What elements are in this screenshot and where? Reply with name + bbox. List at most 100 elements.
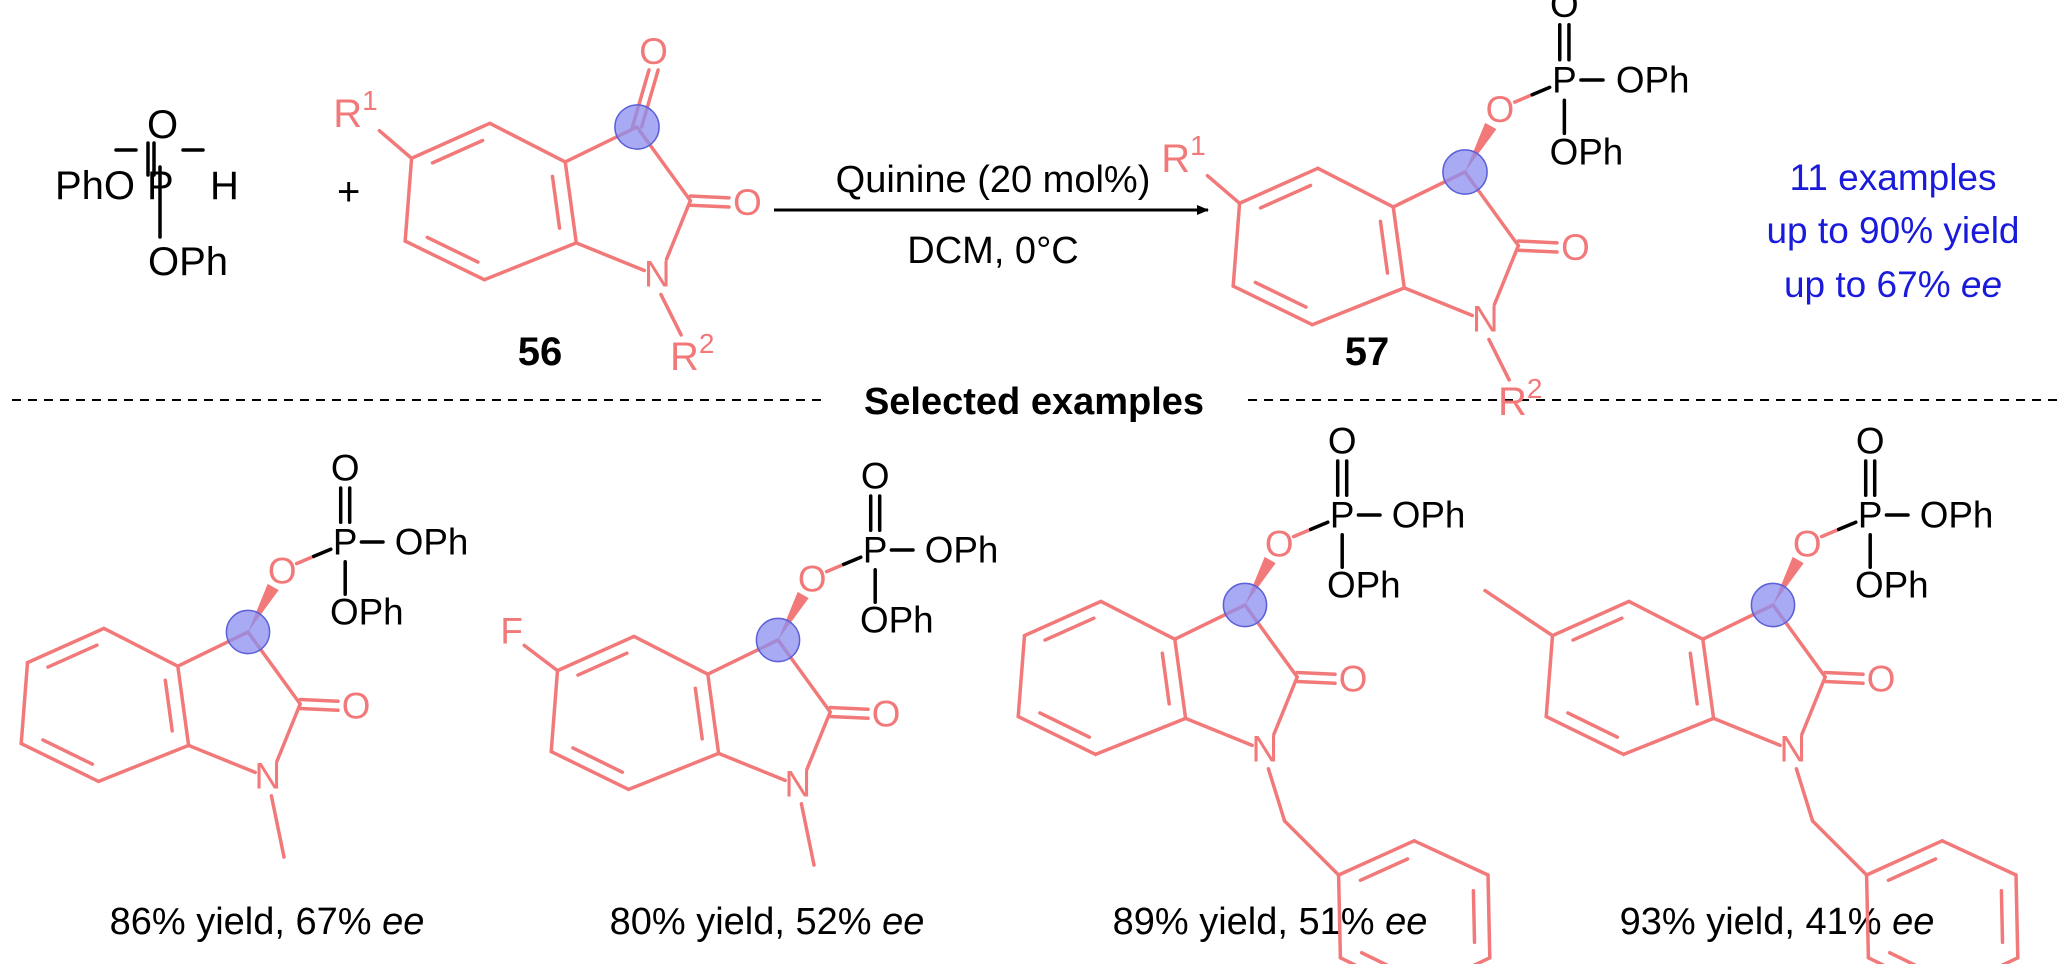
bond bbox=[549, 749, 631, 792]
oph-right-label: OPh bbox=[395, 522, 469, 563]
bond bbox=[1295, 670, 1337, 677]
r1-label: R1 bbox=[1161, 130, 1205, 182]
bond bbox=[824, 562, 846, 574]
bond bbox=[1472, 956, 1492, 964]
bond bbox=[1886, 857, 1938, 883]
bond bbox=[1316, 166, 1395, 209]
bond bbox=[1336, 873, 1343, 960]
oph-bottom-label: OPh bbox=[330, 592, 404, 633]
bond bbox=[1800, 675, 1827, 737]
bond bbox=[1231, 201, 1242, 288]
bond bbox=[409, 121, 492, 161]
nitrogen-label: N bbox=[1472, 299, 1499, 340]
bond bbox=[659, 292, 683, 337]
bond bbox=[311, 547, 333, 559]
bond bbox=[425, 235, 480, 264]
bond bbox=[1237, 166, 1320, 206]
amide-oxygen-label: O bbox=[1561, 227, 1590, 268]
bond bbox=[1043, 616, 1096, 642]
phosphorus-label: P bbox=[863, 530, 888, 571]
phosphoryl-oxygen-label: O bbox=[1550, 0, 1579, 25]
bond bbox=[1487, 337, 1511, 382]
bond bbox=[1258, 183, 1313, 210]
bond bbox=[1412, 839, 1490, 877]
bond bbox=[1516, 239, 1559, 245]
bond bbox=[25, 626, 106, 665]
conditions-solvent-temp: DCM, 0°C bbox=[907, 230, 1078, 272]
bond bbox=[1571, 616, 1624, 642]
bond bbox=[1483, 588, 1555, 638]
stereocenter-highlight bbox=[1750, 582, 1796, 628]
bond bbox=[1823, 670, 1865, 677]
bond bbox=[403, 156, 414, 243]
bond bbox=[693, 686, 704, 741]
bond bbox=[550, 174, 562, 230]
stereocenter-highlight bbox=[1222, 582, 1268, 628]
nitrogen-label: N bbox=[785, 764, 812, 805]
oph-bottom-label: OPh bbox=[1550, 131, 1624, 172]
bond bbox=[1688, 651, 1699, 706]
bond bbox=[275, 702, 302, 764]
bond bbox=[1566, 711, 1620, 739]
bond bbox=[1621, 716, 1716, 757]
oph-right-label: OPh bbox=[1616, 60, 1690, 101]
bond bbox=[176, 664, 191, 748]
bond bbox=[1471, 888, 1477, 945]
bond bbox=[1544, 633, 1555, 719]
bond bbox=[1550, 599, 1631, 638]
bond bbox=[1530, 85, 1552, 97]
bond bbox=[1999, 888, 2005, 945]
bond bbox=[571, 746, 625, 774]
ester-oxygen-label: O bbox=[1793, 523, 1822, 564]
bond bbox=[1016, 633, 1027, 719]
bond bbox=[1864, 873, 1871, 960]
bond bbox=[1093, 716, 1188, 757]
fluorine-label: F bbox=[500, 611, 522, 652]
bond bbox=[1544, 714, 1626, 757]
bond bbox=[163, 678, 174, 733]
bond bbox=[186, 743, 257, 775]
oph-bottom-label: OPh bbox=[1327, 565, 1401, 606]
bond bbox=[1516, 248, 1559, 254]
scope-max-yield: up to 90% yield bbox=[1766, 210, 2019, 251]
phosphorus-label: P bbox=[1858, 495, 1883, 536]
example-4-result: 93% yield, 41% ee bbox=[1620, 901, 1935, 943]
bond bbox=[1336, 839, 1416, 877]
bond bbox=[522, 643, 560, 673]
bond bbox=[1272, 675, 1299, 737]
ketone-oxygen-label: O bbox=[639, 31, 668, 72]
bond bbox=[688, 203, 731, 209]
bond bbox=[1038, 711, 1092, 739]
bond bbox=[1512, 92, 1534, 104]
bond bbox=[828, 705, 870, 712]
selected-examples-heading: Selected examples bbox=[864, 381, 1204, 423]
bond bbox=[430, 138, 485, 165]
r1-label: R1 bbox=[333, 85, 377, 136]
bond bbox=[102, 626, 180, 668]
phosphite-pho-label: PhO bbox=[55, 164, 135, 208]
bond bbox=[1022, 599, 1103, 638]
conditions-catalyst: Quinine (20 mol%) bbox=[836, 159, 1151, 201]
bond bbox=[46, 643, 99, 669]
bond bbox=[828, 714, 870, 721]
example-2-result: 80% yield, 52% ee bbox=[610, 901, 925, 943]
bond bbox=[1794, 767, 1815, 823]
bond bbox=[41, 738, 95, 766]
bond bbox=[1378, 219, 1390, 275]
bond bbox=[298, 706, 340, 713]
bond bbox=[1231, 284, 1315, 327]
bond bbox=[1310, 286, 1407, 327]
phosphoryl-oxygen-label: O bbox=[861, 456, 890, 497]
bond bbox=[482, 241, 579, 282]
bond bbox=[549, 668, 560, 754]
amide-oxygen-label: O bbox=[733, 182, 762, 223]
bond bbox=[688, 194, 731, 200]
bond bbox=[563, 160, 579, 245]
bond bbox=[1823, 679, 1865, 686]
bond bbox=[1627, 599, 1705, 641]
